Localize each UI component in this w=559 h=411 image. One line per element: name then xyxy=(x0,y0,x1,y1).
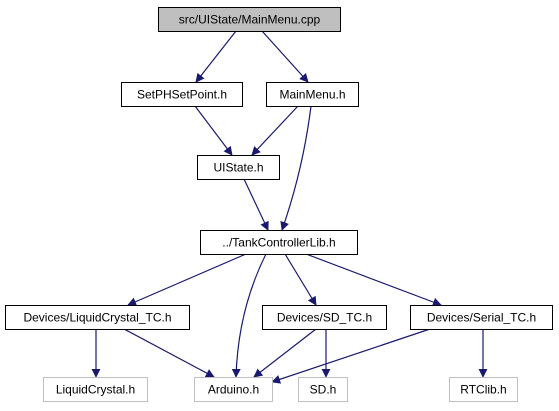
node-label: SetPHSetPoint.h xyxy=(137,88,227,102)
edge-tcl_h-to-arduino_h xyxy=(231,253,267,378)
node-box xyxy=(194,377,273,402)
node-box xyxy=(158,7,341,32)
node-sd-h[interactable]: SD.h xyxy=(298,377,348,402)
edge-main_cpp-to-setph_h xyxy=(195,30,237,83)
node-box xyxy=(449,377,518,402)
node-box xyxy=(43,377,148,402)
node-serial-tc-h[interactable]: Devices/Serial_TC.h xyxy=(410,305,553,330)
node-box xyxy=(298,377,348,402)
edge-mainmenu_h-to-uistate_h xyxy=(251,105,299,156)
node-label: Devices/SD_TC.h xyxy=(277,311,372,325)
node-box xyxy=(266,82,359,107)
edges-layer xyxy=(91,30,488,384)
edge-lcd_tc_h-to-arduino_h xyxy=(123,328,215,378)
node-mainmenu-h[interactable]: MainMenu.h xyxy=(266,82,359,107)
node-label: ../TankControllerLib.h xyxy=(222,236,335,250)
node-sd-tc-h[interactable]: Devices/SD_TC.h xyxy=(262,305,387,330)
node-label: Devices/LiquidCrystal_TC.h xyxy=(23,311,171,325)
node-label: LiquidCrystal.h xyxy=(56,383,135,397)
node-box xyxy=(200,230,358,255)
edge-mainmenu_h-to-tcl_h xyxy=(280,105,312,231)
node-label: UIState.h xyxy=(213,161,263,175)
node-label: src/UIState/MainMenu.cpp xyxy=(179,13,321,27)
edge-tcl_h-to-lcd_tc_h xyxy=(127,253,247,306)
node-liquidcrystal-h[interactable]: LiquidCrystal.h xyxy=(43,377,148,402)
node-label: RTClib.h xyxy=(460,383,506,397)
node-rtclib-h[interactable]: RTClib.h xyxy=(449,377,518,402)
edge-tcl_h-to-sd_tc_h xyxy=(284,253,317,306)
edge-uistate_h-to-tcl_h xyxy=(243,178,269,231)
node-tcl-h[interactable]: ../TankControllerLib.h xyxy=(200,230,358,255)
node-box xyxy=(197,155,280,180)
node-lcd-tc-h[interactable]: Devices/LiquidCrystal_TC.h xyxy=(5,305,190,330)
node-label: Arduino.h xyxy=(208,383,259,397)
edge-setph_h-to-uistate_h xyxy=(194,105,233,156)
edge-tcl_h-to-serial_tc_h xyxy=(305,253,442,307)
node-setph-h[interactable]: SetPHSetPoint.h xyxy=(121,82,243,107)
node-arduino-h[interactable]: Arduino.h xyxy=(194,377,273,402)
node-box xyxy=(410,305,553,330)
node-main-cpp[interactable]: src/UIState/MainMenu.cpp xyxy=(158,7,341,32)
node-uistate-h[interactable]: UIState.h xyxy=(197,155,280,180)
node-label: SD.h xyxy=(310,383,337,397)
node-label: MainMenu.h xyxy=(279,88,345,102)
edge-serial_tc_h-to-arduino_h xyxy=(271,328,431,384)
edge-main_cpp-to-mainmenu_h xyxy=(261,30,309,83)
node-label: Devices/Serial_TC.h xyxy=(427,311,536,325)
node-box xyxy=(262,305,387,330)
edge-sd_tc_h-to-arduino_h xyxy=(253,328,317,378)
node-box xyxy=(5,305,190,330)
node-box xyxy=(121,82,243,107)
